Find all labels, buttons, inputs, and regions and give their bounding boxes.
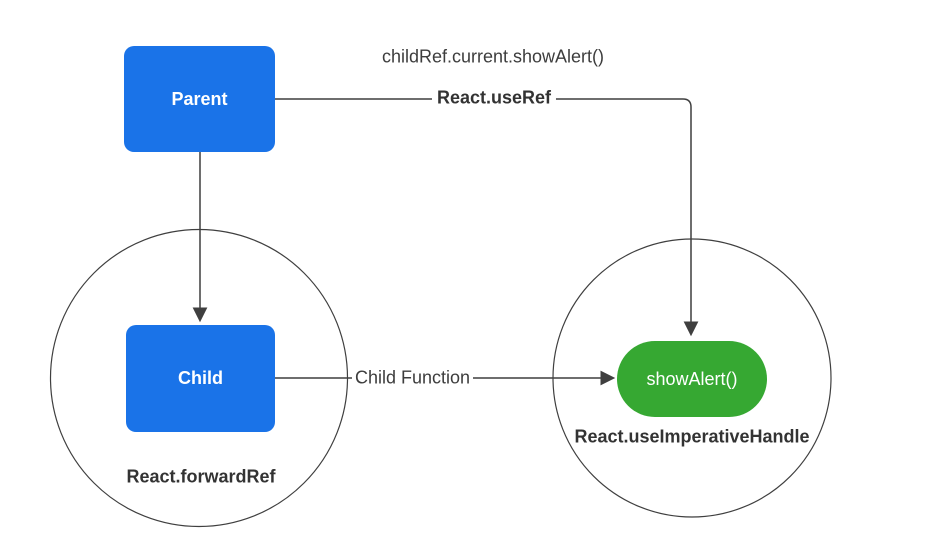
child-node-label: Child xyxy=(178,368,223,388)
parent-node-label: Parent xyxy=(171,88,228,109)
showalert-node-label: showAlert() xyxy=(646,368,738,389)
parent-node: Parent xyxy=(124,46,275,152)
edge-label-useref: React.useRef xyxy=(431,87,557,109)
edge-label-childref-call: childRef.current.showAlert() xyxy=(381,46,605,67)
child-node: Child xyxy=(126,325,275,432)
group-label-forward-ref: React.forwardRef xyxy=(126,466,276,487)
showalert-node: showAlert() xyxy=(617,341,767,417)
group-label-use-imperative-handle: React.useImperativeHandle xyxy=(574,426,810,447)
edge-parent-to-showalert xyxy=(275,98,699,337)
edge-label-child-function: Child Function xyxy=(352,367,474,389)
